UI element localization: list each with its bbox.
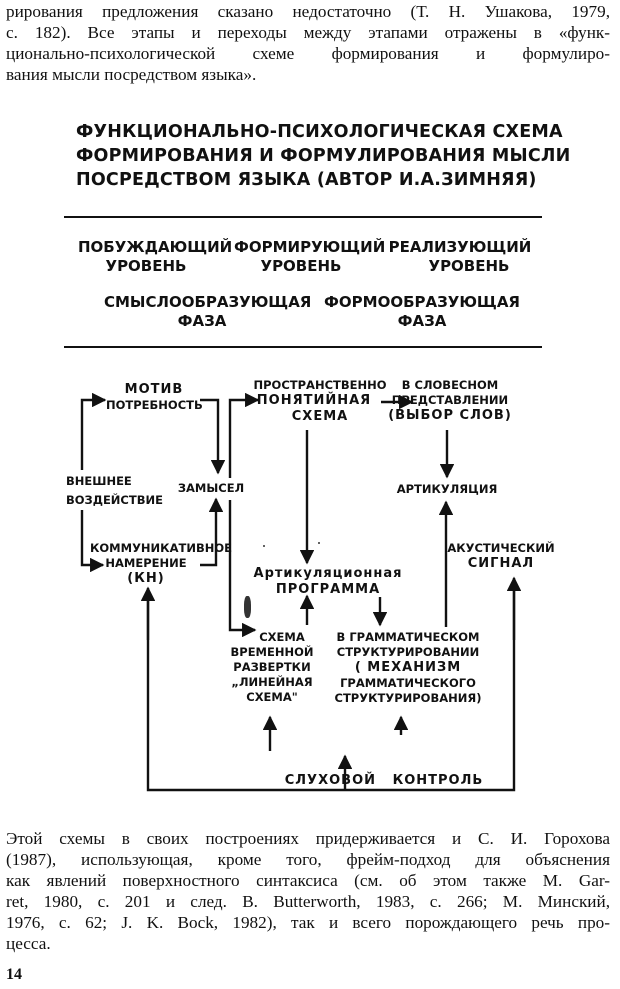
level-subtitle: уровень (105, 257, 187, 275)
paragraph-line: ционально-психологической схеме формиров… (6, 44, 610, 63)
loop-acoustic-feedback (146, 580, 516, 792)
divider-rule (64, 216, 542, 218)
node-communicative-intent: коммуникативное намерение (КН) (90, 541, 232, 587)
paragraph-line: как явлений поверхностного синтаксиса (с… (6, 871, 610, 890)
figure-title-line: Функционально-психологическая схема (76, 122, 563, 142)
node-text: замысел (177, 481, 245, 495)
node-text: в грамматическом (336, 630, 480, 644)
paragraph-line: с. 182). Все этапы и переходы между этап… (6, 23, 610, 42)
phase-subtitle: фаза (397, 312, 447, 330)
node-text: грамматического (340, 676, 476, 690)
paragraph-line: Этой схемы в своих построениях придержив… (6, 829, 610, 848)
node-external-influence: внешнее воздействие (66, 474, 166, 508)
node-verbal-representation: в словесном представлении (выбор слов) (385, 378, 515, 424)
node-text: мотив (124, 382, 184, 397)
node-articulation-program: Артикуляционная программа (238, 566, 418, 598)
node-text: воздействие (66, 493, 163, 507)
phase-title: Формообразующая (324, 293, 520, 311)
node-text: схема (291, 409, 349, 424)
phase-form-forming: Формообразующая фаза (322, 293, 522, 331)
node-text: в словесном (401, 378, 499, 392)
arrow-intent-to-temporal (228, 500, 257, 638)
arrow-external-to-motive (80, 392, 107, 470)
node-text: сигнал (467, 556, 535, 571)
node-text: слуховой контроль (284, 773, 484, 788)
top-paragraph: рирования предложения сказано недостаточ… (6, 1, 610, 85)
phase-sense-forming: Смыслообразующая фаза (104, 293, 312, 331)
phase-subtitle: фаза (177, 312, 227, 330)
node-text: ( механизм (354, 660, 462, 675)
node-articulation: артикуляция (382, 482, 512, 497)
paragraph-line: вания мысли посредством языка». (6, 65, 257, 84)
node-acoustic-signal: акустический сигнал (446, 541, 556, 572)
figure-title-line: формирования и формулирования мысли (76, 146, 571, 166)
node-text: структурировании (336, 645, 480, 659)
node-text: потребность (106, 398, 203, 412)
arrow-external-to-communicative (80, 510, 105, 573)
level-subtitle: уровень (428, 257, 510, 275)
node-text: временной (230, 645, 314, 659)
node-text: „линейная (231, 675, 313, 689)
arrow-intent-to-spatial (228, 392, 260, 478)
node-text: схема" (246, 690, 298, 704)
node-grammatical-structuring: в грамматическом структурировании ( меха… (328, 630, 488, 706)
scan-speck (263, 545, 265, 547)
node-intent: замысел (176, 481, 246, 496)
paragraph-line: ret, 1980, с. 201 и след. B. Butterworth… (6, 892, 610, 911)
node-text: внешнее (66, 474, 132, 488)
node-text: понятийная (256, 393, 372, 408)
figure-title: Функционально-психологическая схема форм… (76, 120, 571, 192)
level-title: Побуждающий (78, 238, 233, 256)
level-motivating: Побуждающий уровень (78, 238, 233, 276)
level-title: Формирующий (234, 238, 386, 256)
arrow-communicative-to-intent (200, 497, 224, 567)
figure-title-line: посредством языка (автор И.А.Зимняя) (76, 170, 537, 190)
node-text: артикуляция (396, 482, 498, 496)
node-spatial-schema: пространственно понятийная схема (250, 378, 390, 425)
level-realizing: Реализующий уровень (386, 238, 534, 276)
bottom-paragraph: Этой схемы в своих построениях придержив… (6, 828, 610, 954)
node-text: схема (259, 630, 305, 644)
node-text: представлении (391, 393, 509, 407)
node-text: программа (275, 582, 381, 597)
node-temporal-schema: схема временной развертки „линейная схем… (222, 630, 322, 705)
level-subtitle: уровень (260, 257, 342, 275)
node-text: Артикуляционная (253, 566, 403, 581)
node-text: структурирования) (334, 691, 482, 705)
node-text: (КН) (127, 571, 165, 586)
page-number: 14 (6, 966, 22, 983)
node-auditory-control: слуховой контроль (274, 741, 494, 805)
level-title: Реализующий (388, 238, 532, 256)
node-text: намерение (105, 556, 187, 570)
paragraph-line: 1976, с. 62; J. K. Bock, 1982), так и вс… (6, 913, 610, 932)
node-text: (выбор слов) (388, 408, 512, 423)
level-forming: Формирующий уровень (234, 238, 386, 276)
node-text: развертки (233, 660, 311, 674)
scan-blot (244, 596, 251, 618)
arrow-motive-to-intent (200, 398, 226, 475)
phase-title: Смыслообразующая (104, 293, 312, 311)
node-motive: мотив потребность (106, 382, 203, 413)
node-text: коммуникативное (90, 541, 232, 555)
divider-rule (64, 346, 542, 348)
scan-speck (318, 542, 320, 544)
node-text: акустический (447, 541, 555, 555)
paragraph-line: цесса. (6, 934, 51, 953)
paragraph-line: рирования предложения сказано недостаточ… (6, 2, 610, 21)
node-text: пространственно (253, 378, 387, 392)
paragraph-line: (1987), использующая, кроме того, фрейм-… (6, 850, 610, 869)
